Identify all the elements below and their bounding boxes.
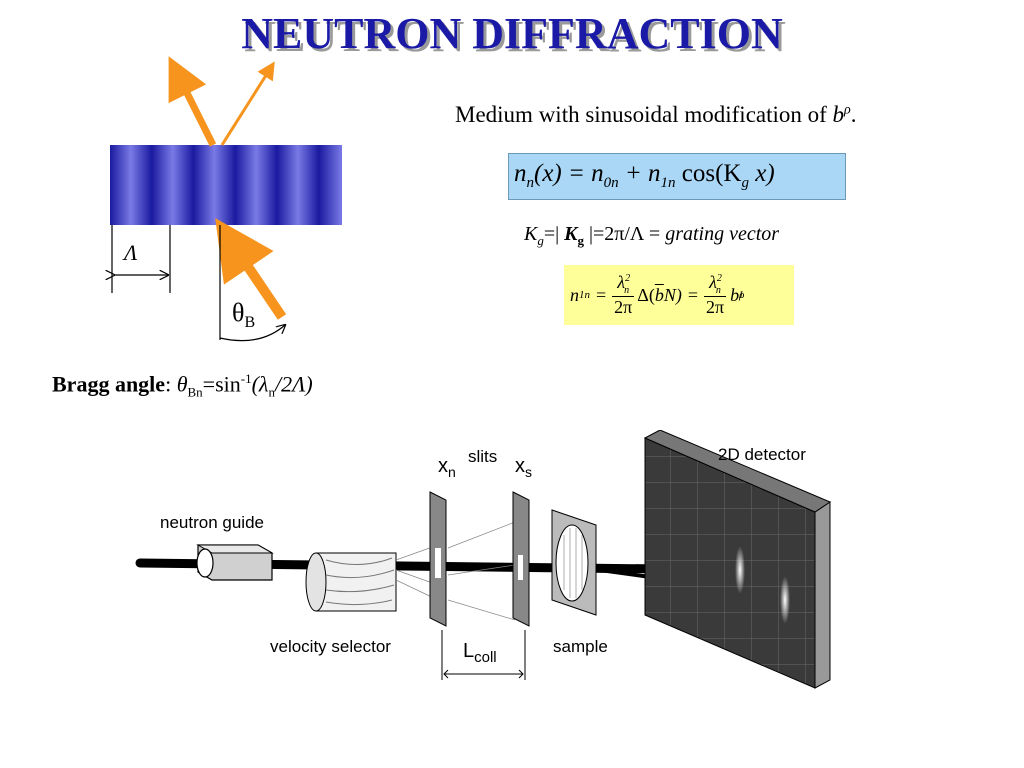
grating-slab xyxy=(110,145,342,225)
velocity-selector-label: velocity selector xyxy=(270,637,391,656)
reflected-beam-arrow xyxy=(168,56,217,147)
modulation-equation-box xyxy=(564,265,794,325)
sample-holder xyxy=(551,509,597,616)
slits-label: slits xyxy=(468,447,498,466)
lcoll-dimension xyxy=(441,630,526,680)
sample-label: sample xyxy=(553,637,608,656)
slit-xs-label: xs xyxy=(515,455,532,480)
grating-diagram xyxy=(100,56,342,342)
2d-detector xyxy=(643,430,832,689)
period-label: Λ xyxy=(124,240,138,265)
bragg-angle-formula: Bragg angle: θBn=sin-1(λn/2Λ) xyxy=(52,371,313,400)
detector-spot-center xyxy=(735,546,745,594)
incident-beam-arrow xyxy=(215,218,287,320)
detector-spot-scattered xyxy=(780,576,790,624)
refractive-index-equation-box xyxy=(508,153,846,200)
slit-xn-label: xn xyxy=(438,455,456,480)
refractive-index-equation: nn(x) = n0n + n1n cos(Kg x) xyxy=(514,160,775,191)
neutron-guide-box xyxy=(196,544,274,581)
detector-label: 2D detector xyxy=(718,445,806,464)
page-title: NEUTRON DIFFRACTION xyxy=(241,9,783,58)
neutron-guide-label: neutron guide xyxy=(160,513,264,532)
angle-arc xyxy=(219,325,285,342)
grating-vector-definition: Kg=| Kg |=2π/Λ = grating vector xyxy=(524,223,780,248)
lcoll-label: Lcoll xyxy=(463,640,497,666)
transmitted-beam-arrow xyxy=(220,61,275,146)
slit-xn xyxy=(429,491,447,627)
velocity-selector-cylinder xyxy=(305,552,397,612)
slit-xs xyxy=(512,491,530,627)
medium-description: Medium with sinusoidal modification of b… xyxy=(455,102,857,127)
sans-apparatus-diagram xyxy=(135,430,832,689)
bragg-angle-label: θB xyxy=(232,298,256,332)
